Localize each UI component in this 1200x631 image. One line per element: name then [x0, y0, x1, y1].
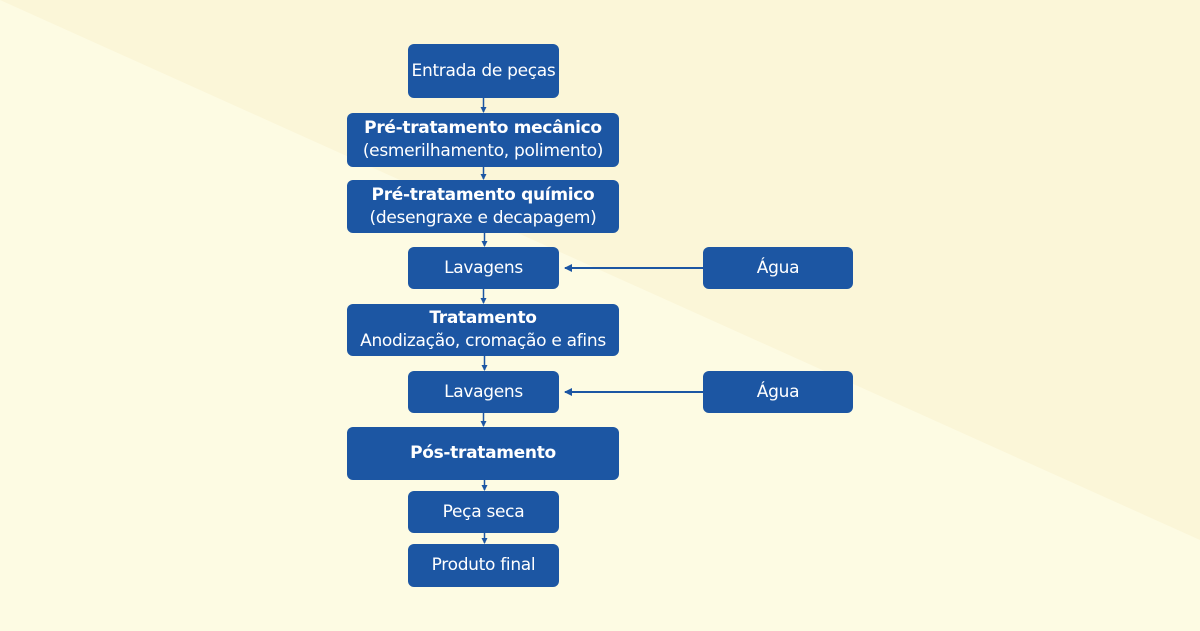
node-subtitle: Anodização, cromação e afins [360, 331, 606, 351]
node-subtitle: (esmerilhamento, polimento) [362, 141, 604, 161]
node-title: Tratamento [429, 308, 537, 328]
node-agua-1: Água [703, 247, 853, 289]
node-label: Água [756, 381, 800, 402]
node-pre-tratamento-mecanico: Pré-tratamento mecânico (esmerilhamento,… [347, 113, 619, 167]
node-title: Pós-tratamento [410, 443, 556, 463]
node-label: Produto final [431, 555, 536, 575]
node-tratamento: Tratamento Anodização, cromação e afins [347, 304, 619, 356]
node-entrada-de-pecas: Entrada de peças [408, 44, 559, 98]
node-title: Pré-tratamento mecânico [364, 118, 602, 138]
node-produto-final: Produto final [408, 544, 559, 587]
node-label: Lavagens [444, 257, 523, 278]
node-label: Peça seca [442, 501, 525, 522]
node-lavagens-1: Lavagens [408, 247, 559, 289]
node-pos-tratamento: Pós-tratamento [347, 427, 619, 480]
node-pre-tratamento-quimico: Pré-tratamento químico (desengraxe e dec… [347, 180, 619, 233]
node-label: Entrada de peças [411, 60, 556, 81]
node-lavagens-2: Lavagens [408, 371, 559, 413]
node-label: Lavagens [444, 381, 523, 402]
node-agua-2: Água [703, 371, 853, 413]
node-subtitle: (desengraxe e decapagem) [369, 207, 597, 228]
node-title: Pré-tratamento químico [371, 184, 595, 205]
node-peca-seca: Peça seca [408, 491, 559, 533]
node-label: Água [756, 257, 800, 278]
